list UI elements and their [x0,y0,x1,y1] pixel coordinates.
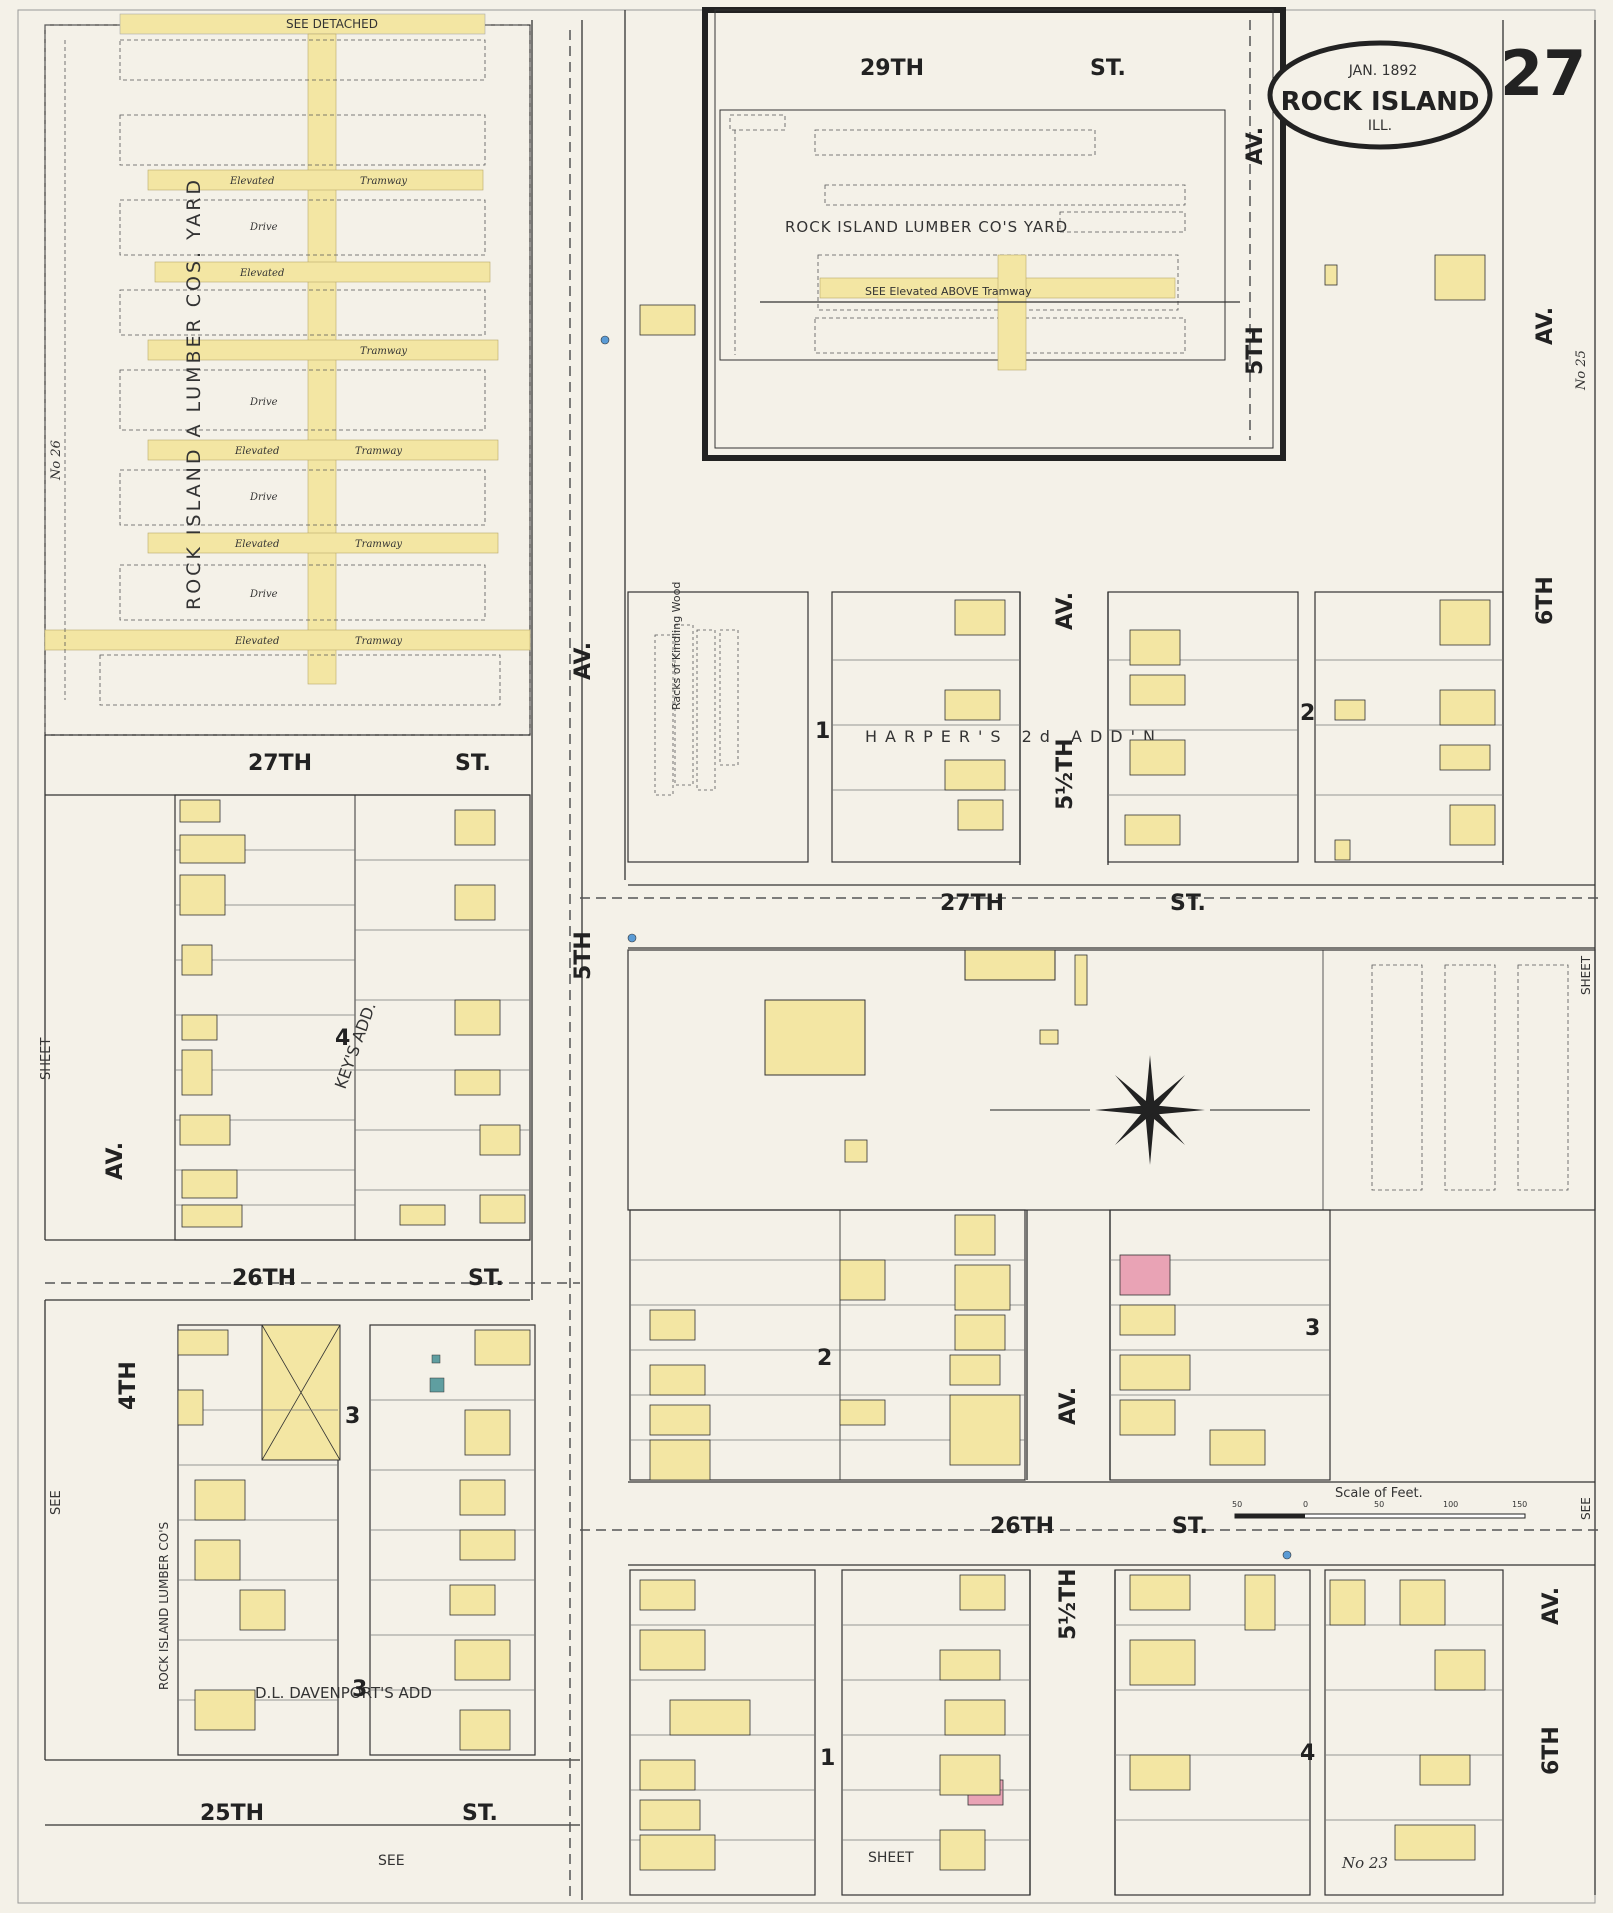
scale-tick: 0 [1303,1500,1308,1509]
harpers-add-label: HARPER'S 2d ADD'N. [865,727,1176,746]
davenport-add-label: D.L. DAVENPORT'S ADD [255,1684,432,1702]
sheet-number: 27 [1500,37,1586,110]
avenue-6th-bottom-label: 6TH [1539,1726,1564,1775]
compass-rose [990,1055,1310,1165]
avenue-5half-bottom-label: 5½TH [1056,1569,1081,1641]
sheet-ref-south: SHEET [868,1850,914,1866]
see-ref-south: SEE [378,1853,405,1869]
elevated-label: Elevated [234,636,279,647]
street-labels: 29TH ST. 27TH ST. 27TH ST. 26TH ST. 26TH… [200,56,1208,1826]
avenue-5half-mid-suffix: AV. [1056,1387,1081,1425]
scale-label: Scale of Feet. [1335,1486,1423,1501]
map-city: ROCK ISLAND [1281,87,1480,117]
avenue-6th-suffix: AV. [1533,307,1558,345]
avenue-labels: 5TH AV. 5TH AV. 5½TH AV. AV. 5½TH AV. 6T… [103,127,1564,1775]
block-northeast-upper [627,591,1504,863]
scale-tick: 100 [1443,1500,1458,1509]
tramway-label: Tramway [355,539,402,550]
elevated-label: Elevated [234,446,279,457]
block-number: 2 [1300,701,1315,726]
sheet-no25-label: No 25 [1574,350,1589,391]
sheet-no23-label: No 23 [1341,1854,1388,1872]
block-number: 3 [1305,1316,1320,1341]
tramway-labels: Elevated Tramway Elevated Tramway Elevat… [229,176,407,647]
southwest-lumber-label: ROCK ISLAND LUMBER CO'S [157,1522,171,1690]
elevated-label: Elevated [239,268,284,279]
street-27th-east-suffix: ST. [1170,891,1206,916]
east-lumber-yard-label: ROCK ISLAND LUMBER CO'S YARD [785,218,1068,236]
east-lumber-yard [702,7,1286,461]
street-29th-suffix: ST. [1090,56,1126,81]
dwelling-footprints [177,254,1496,1871]
map-state: ILL. [1368,118,1392,134]
block-number: 3 [345,1404,360,1429]
west-lumber-yard-label: ROCK ISLAND A LUMBER COS. YARD [183,177,205,610]
block-number: 3 [352,1677,367,1702]
title-cartouche: JAN. 1892 ROCK ISLAND ILL. [1267,40,1493,150]
street-25th-label: 25TH [200,1801,264,1826]
street-26th-west-label: 26TH [232,1266,296,1291]
elevated-label: Elevated [229,176,274,187]
avenue-4th-suffix: AV. [103,1142,128,1180]
elevated-label: Elevated [234,539,279,550]
sheet-ref-east: SHEET [1579,955,1593,995]
tramway-label: Tramway [360,176,407,187]
see-ref-east: SEE [1579,1497,1593,1520]
water-mains [45,20,1600,1900]
drive-label: Drive [249,492,278,503]
scale-tick: 50 [1232,1500,1242,1509]
avenue-5th-top-label: 5TH [1243,326,1268,375]
sheet-no26-label: No 26 [49,440,64,481]
see-elevated-label: SEE Elevated ABOVE Tramway [865,285,1032,298]
street-27th-west-label: 27TH [248,751,312,776]
block-numbers: 1 2 4 3 3 2 3 1 4 [335,701,1320,1771]
street-27th-west-suffix: ST. [455,751,491,776]
drive-label: Drive [249,589,278,600]
street-29th-label: 29TH [860,56,924,81]
see-ref-west: SEE [49,1490,64,1515]
scale-tick: 150 [1512,1500,1527,1509]
street-26th-east-label: 26TH [990,1514,1054,1539]
scale-tick: 50 [1374,1500,1384,1509]
avenue-4th-label: 4TH [116,1361,141,1410]
avenue-6th-bottom-suffix: AV. [1539,1587,1564,1625]
avenue-5half-label: 5½TH [1053,739,1078,811]
street-25th-suffix: ST. [462,1801,498,1826]
avenue-5th-top-suffix: AV. [1243,127,1268,165]
west-lumber-yard: No 26 [44,13,531,736]
scale-bar: Scale of Feet. 50 0 50 100 150 [1232,1486,1527,1519]
block-number: 2 [817,1346,832,1371]
drive-label: Drive [249,222,278,233]
sheet-ref-west: SHEET [39,1038,54,1080]
see-detached-label: SEE DETACHED [286,17,378,31]
avenue-5th-suffix: AV. [571,642,596,680]
kindling-racks-label: Racks of Kindling Wood [670,582,683,710]
street-27th-east-label: 27TH [940,891,1004,916]
block-west-26-25: ROCK ISLAND LUMBER CO'S [157,1324,536,1756]
hydrants [600,335,1292,1560]
block-number: 1 [815,719,830,744]
avenue-5half-suffix: AV. [1053,592,1078,630]
tramway-label: Tramway [355,636,402,647]
street-26th-west-suffix: ST. [468,1266,504,1291]
drive-label: Drive [249,397,278,408]
avenue-6th-label: 6TH [1533,576,1558,625]
tramway-label: Tramway [360,346,407,357]
tramway-label: Tramway [355,446,402,457]
avenue-5th-label: 5TH [571,931,596,980]
block-number: 4 [1300,1741,1315,1766]
block-number: 4 [335,1026,350,1051]
street-26th-east-suffix: ST. [1172,1514,1208,1539]
map-date: JAN. 1892 [1348,63,1417,79]
block-number: 1 [820,1746,835,1771]
block-east-27-26 [627,949,1596,1211]
